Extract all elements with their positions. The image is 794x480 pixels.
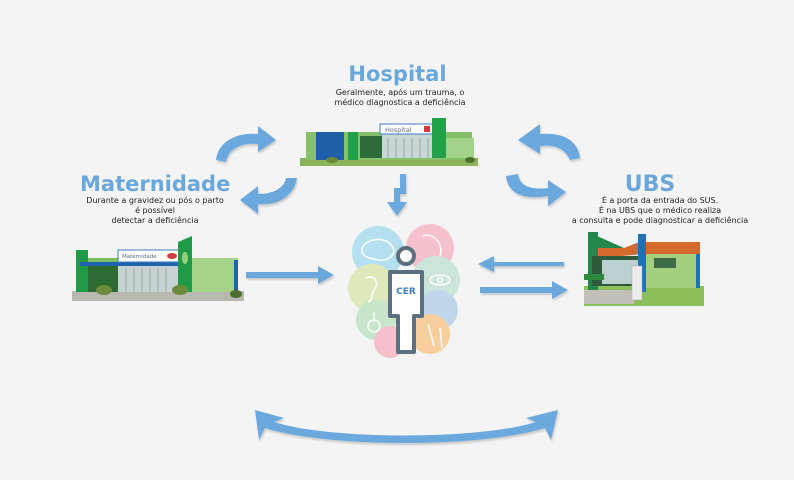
ubs-desc-line: É na UBS que o médico realiza [598,206,722,215]
hospital-desc-line: médico diagnostica a deficiência [334,98,466,107]
arrow-cer-to-ubs [480,281,568,299]
maternidade-desc-line: é possível [135,206,175,215]
arrow-maternidade-to-cer [246,266,334,284]
person-figure-icon [388,246,424,354]
maternidade-building-image: Maternidade [72,236,244,301]
brain-icon [352,226,404,278]
ubs-building-image [584,232,704,306]
hospital-title: Hospital [348,62,447,86]
ubs-desc-line: a consulta e pode diagnosticar a deficiê… [571,216,749,225]
cer-diagram: CER [348,224,460,358]
ubs-title: UBS [624,172,676,197]
maternidade-desc-line: detectar a deficiência [111,216,199,225]
arrow-maternidade-to-hospital [216,126,276,162]
ubs-desc-line: É a porta da entrada do SUS. [601,196,719,205]
hospital-building-image: Hospital [300,118,478,166]
cer-label: CER [396,287,416,297]
arrow-ubs-to-hospital [518,124,580,160]
maternidade-title: Maternidade [80,172,231,196]
hospital-desc-line: Geralmente, após um trauma, o [335,88,465,97]
arrow-bottom-double-curve [255,410,558,443]
hospital-sign-text: Hospital [385,126,412,134]
arrow-hospital-to-cer [387,174,407,216]
arrow-hospital-to-ubs [506,174,566,206]
ear-icon [348,264,396,312]
maternidade-description: Durante a gravidez ou pós o parto é poss… [70,196,240,226]
maternidade-sign-text: Maternidade [122,254,157,260]
maternidade-desc-line: Durante a gravidez ou pós o parto [86,196,224,205]
ubs-description: É a porta da entrada do SUS. É na UBS qu… [560,196,760,226]
hospital-description: Geralmente, após um trauma, o médico dia… [300,88,500,108]
arrow-hospital-to-maternidade [240,178,297,214]
arrow-ubs-to-cer [478,256,564,272]
